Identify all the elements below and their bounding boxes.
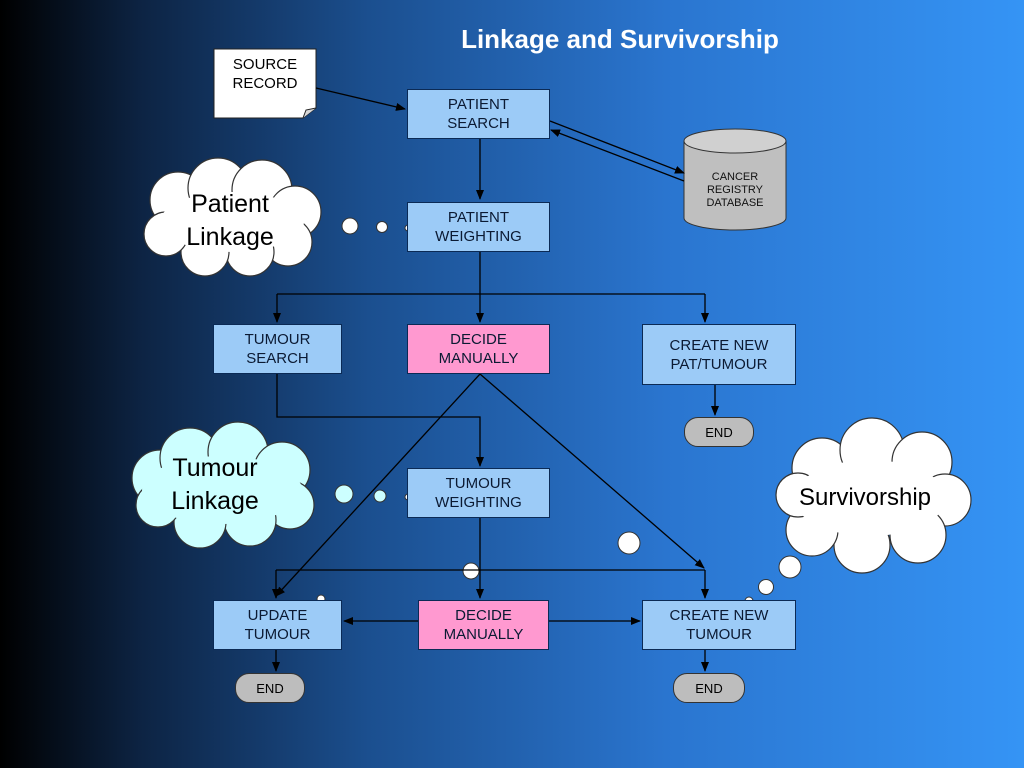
- tumour-search-box[interactable]: TUMOUR SEARCH: [213, 324, 342, 374]
- thought-bubble-dot: [373, 489, 387, 503]
- decide-manually-box-1[interactable]: DECIDE MANUALLY: [407, 324, 550, 374]
- end-terminal-1[interactable]: END: [684, 417, 754, 447]
- database-cylinder: [683, 128, 787, 231]
- thought-bubble-dot: [334, 484, 354, 504]
- arrow-decide-to-update: [275, 373, 481, 597]
- tumour-weighting-box[interactable]: TUMOUR WEIGHTING: [407, 468, 550, 518]
- create-new-pat-tumour-box[interactable]: CREATE NEW PAT/TUMOUR: [642, 324, 796, 385]
- arrow-decide-to-create-tumour: [479, 373, 705, 569]
- diagram-title: Linkage and Survivorship: [461, 24, 779, 54]
- survivorship-cloud: [775, 417, 972, 574]
- database-label: CANCER REGISTRY DATABASE: [706, 171, 764, 209]
- tumour-linkage-cloud: [131, 421, 315, 549]
- arrow-search-to-database: [549, 120, 685, 174]
- arrow-source-to-search: [315, 87, 406, 111]
- patient-linkage-cloud: [143, 157, 322, 277]
- patient-linkage-label: Patient Linkage: [186, 190, 274, 251]
- update-tumour-box[interactable]: UPDATE TUMOUR: [213, 600, 342, 650]
- source-record-label: SOURCE RECORD: [232, 56, 298, 92]
- connectors: [272, 87, 719, 672]
- thought-bubble-dot: [341, 217, 359, 235]
- thought-bubble-dot: [758, 579, 774, 595]
- thought-bubble-dot: [376, 221, 388, 233]
- patient-weighting-box[interactable]: PATIENT WEIGHTING: [407, 202, 550, 252]
- end-terminal-2[interactable]: END: [235, 673, 305, 703]
- decide-manually-box-2[interactable]: DECIDE MANUALLY: [418, 600, 549, 650]
- arrow-database-to-search: [550, 129, 685, 182]
- patient-search-box[interactable]: PATIENT SEARCH: [407, 89, 550, 139]
- thought-bubble-dot: [778, 555, 802, 579]
- source-record-document: [213, 48, 317, 119]
- arrow-tumour-search-to-weighting: [276, 374, 484, 467]
- tumour-linkage-label: Tumour Linkage: [171, 454, 259, 515]
- end-terminal-3[interactable]: END: [673, 673, 745, 703]
- survivorship-label: Survivorship: [798, 484, 932, 511]
- thought-bubble-dot: [462, 562, 480, 580]
- thought-bubble-dot: [617, 531, 641, 555]
- create-new-tumour-box[interactable]: CREATE NEW TUMOUR: [642, 600, 796, 650]
